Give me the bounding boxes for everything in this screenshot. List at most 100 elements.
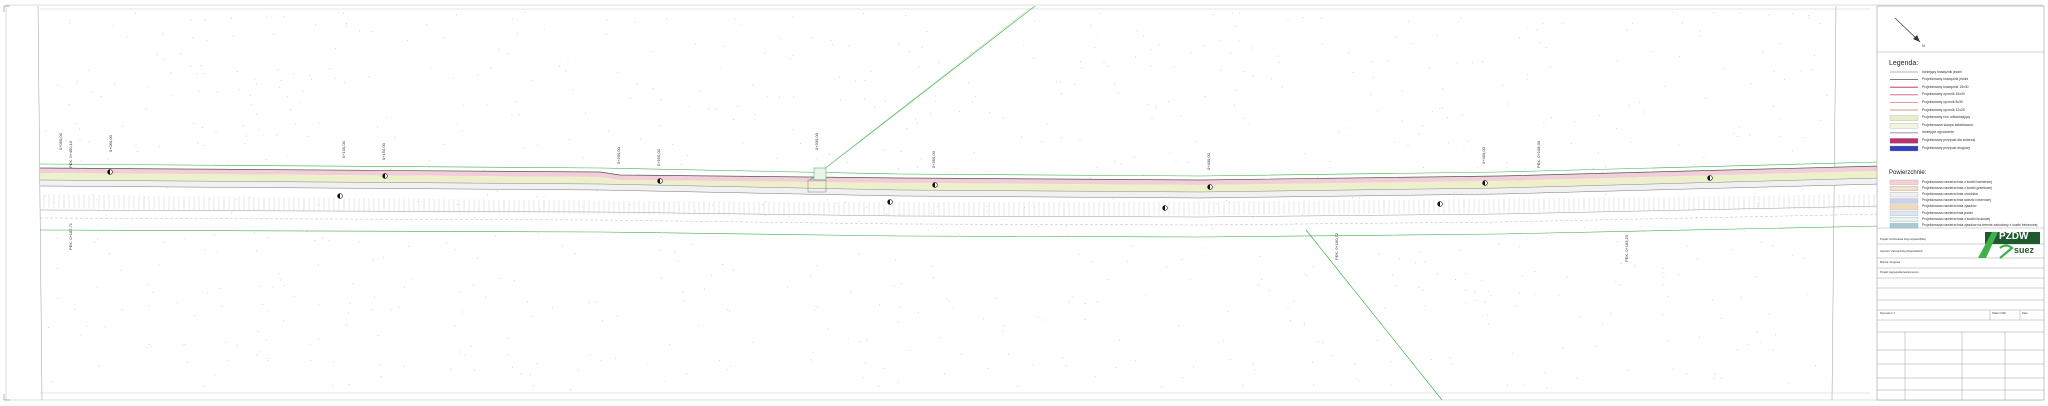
surface-item-label: Projektowana nawierzchnia z kostki grani… xyxy=(1922,185,1992,190)
survey-point xyxy=(1449,357,1451,359)
surface-item-label: Projektowana nawierzchnia z kostki kamie… xyxy=(1922,179,1992,184)
survey-point xyxy=(520,373,522,374)
survey-point xyxy=(79,140,81,141)
survey-point xyxy=(1731,161,1733,163)
logo-partner-text: suez xyxy=(2014,245,2035,255)
survey-point xyxy=(306,231,308,233)
survey-point xyxy=(335,47,336,49)
survey-point xyxy=(1703,156,1705,158)
survey-point xyxy=(909,349,911,351)
survey-point xyxy=(507,338,509,340)
survey-point xyxy=(342,12,344,14)
survey-point xyxy=(156,53,158,55)
surfaces-title: Powierzchnie: xyxy=(1889,170,1927,176)
survey-point xyxy=(180,52,182,54)
survey-point xyxy=(498,49,499,50)
survey-point xyxy=(256,250,258,252)
survey-point xyxy=(1457,20,1459,22)
survey-point xyxy=(1536,29,1538,31)
survey-point xyxy=(915,118,916,120)
survey-point xyxy=(602,320,604,322)
survey-point xyxy=(615,357,617,359)
survey-point xyxy=(98,365,100,367)
survey-point xyxy=(983,318,985,320)
survey-point xyxy=(1733,132,1735,134)
survey-point xyxy=(171,95,173,97)
legend-item-label: Istniejące ogrodzenie xyxy=(1922,130,1955,135)
survey-point xyxy=(473,370,475,372)
survey-point xyxy=(331,385,333,386)
survey-point xyxy=(1065,365,1067,366)
surface-swatch xyxy=(1889,217,1919,222)
survey-point xyxy=(1181,259,1183,260)
survey-point xyxy=(512,18,514,20)
survey-point xyxy=(1287,19,1289,21)
survey-point xyxy=(1460,17,1462,19)
survey-point xyxy=(249,94,251,96)
survey-point xyxy=(283,320,284,322)
survey-point xyxy=(916,122,918,124)
survey-point xyxy=(1322,341,1324,343)
survey-point xyxy=(660,277,662,279)
survey-point xyxy=(830,40,832,41)
survey-point xyxy=(135,144,137,146)
survey-point xyxy=(1803,257,1805,259)
survey-point xyxy=(146,347,148,349)
survey-point xyxy=(1107,279,1109,281)
survey-point xyxy=(1134,360,1136,362)
survey-point xyxy=(1467,140,1469,142)
survey-point xyxy=(196,73,198,75)
survey-point xyxy=(1576,377,1578,379)
survey-point xyxy=(810,276,811,278)
sheet-boundary-left xyxy=(37,5,43,401)
survey-point xyxy=(81,160,82,162)
survey-point xyxy=(658,125,660,127)
survey-point xyxy=(1620,263,1622,265)
survey-point xyxy=(1407,21,1409,23)
survey-point xyxy=(674,252,676,254)
survey-point xyxy=(1523,383,1525,385)
survey-point xyxy=(453,77,455,79)
survey-point xyxy=(1737,136,1739,137)
survey-point xyxy=(1672,368,1674,370)
survey-point xyxy=(800,142,802,144)
survey-point xyxy=(1190,52,1192,54)
legend-item-label: Projektowana skarpa asfaltowana xyxy=(1922,122,1973,127)
survey-point xyxy=(543,196,545,198)
survey-point xyxy=(1395,36,1397,38)
survey-point xyxy=(92,193,94,195)
survey-point xyxy=(1293,300,1295,302)
survey-point xyxy=(250,103,252,105)
survey-point xyxy=(129,167,131,169)
survey-point xyxy=(1114,367,1116,369)
survey-point xyxy=(698,325,700,327)
survey-point xyxy=(232,35,234,37)
survey-point xyxy=(1626,29,1628,31)
survey-point xyxy=(1119,340,1121,342)
survey-point xyxy=(606,19,608,21)
survey-point xyxy=(1095,37,1097,39)
survey-point xyxy=(267,360,269,362)
survey-point xyxy=(511,114,513,115)
survey-point xyxy=(461,311,463,313)
survey-point xyxy=(464,354,466,356)
survey-point xyxy=(1415,262,1417,264)
survey-point xyxy=(687,155,689,157)
survey-point xyxy=(938,62,939,63)
survey-point xyxy=(1261,278,1263,280)
survey-point xyxy=(677,260,679,262)
survey-point xyxy=(158,145,160,147)
survey-point xyxy=(1218,40,1219,42)
survey-point xyxy=(1792,254,1794,256)
survey-point xyxy=(1136,30,1138,32)
survey-point xyxy=(1391,383,1393,385)
survey-point xyxy=(1317,176,1319,178)
survey-point xyxy=(537,232,539,234)
survey-point xyxy=(1638,101,1640,103)
survey-point xyxy=(862,377,864,379)
survey-point xyxy=(1348,52,1350,54)
survey-point xyxy=(1687,245,1689,247)
survey-point xyxy=(1094,47,1096,49)
survey-point xyxy=(814,309,816,311)
survey-point xyxy=(497,190,499,192)
